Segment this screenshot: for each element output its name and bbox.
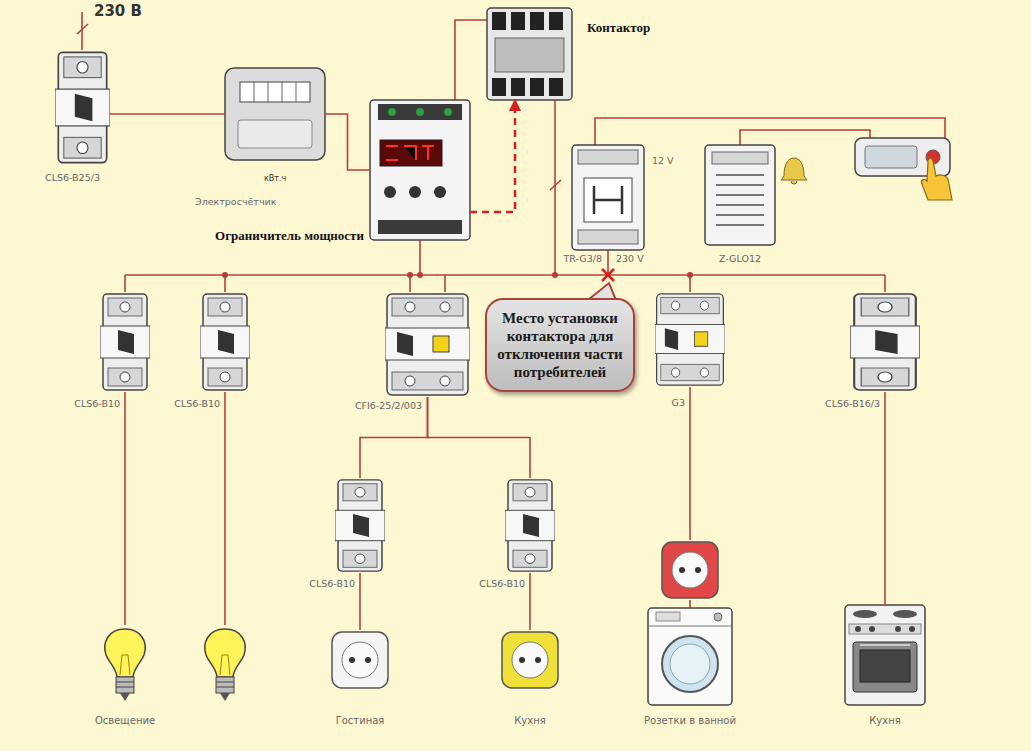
node-label: Кухня <box>869 715 901 727</box>
breaker: CLS6-B10 <box>335 478 385 573</box>
contactor-place-mark <box>602 269 614 281</box>
callout: Место установки контактора для отключени… <box>485 298 635 392</box>
node-label: 230 V <box>616 253 644 265</box>
breaker: CLS6-B10 <box>505 478 555 573</box>
transformer-relay: 12 VTR-G3/8230 V <box>572 145 644 250</box>
node-label: CLS6-B10 <box>479 578 525 590</box>
node-label: G3 <box>672 397 685 409</box>
node-label: Место установки контактора для отключени… <box>487 300 633 390</box>
breaker <box>200 294 250 390</box>
rcbo <box>385 294 470 395</box>
stove: Кухня <box>845 605 925 705</box>
socket <box>332 632 388 688</box>
breaker <box>505 480 555 571</box>
lamp: Освещение <box>100 625 150 705</box>
transformer-relay <box>572 145 644 250</box>
rcbo: G3 <box>655 292 725 387</box>
node-label: CLS6-B10 <box>74 398 120 410</box>
bell-button <box>855 138 952 200</box>
door-bell <box>705 145 807 245</box>
breaker <box>100 294 150 390</box>
energy-meter <box>225 68 325 160</box>
node-label: Кухня <box>514 715 546 727</box>
breaker-3pole <box>55 52 110 162</box>
wire <box>325 114 370 170</box>
power-limiter <box>370 100 470 240</box>
energy-meter: кВт.чЭлектросчётчик <box>225 68 325 160</box>
node-label: CLS6-B25/3 <box>45 172 100 184</box>
contactor <box>487 8 572 100</box>
voltage-label: 230 В <box>94 2 142 20</box>
lamp <box>105 629 145 701</box>
wire <box>110 113 225 115</box>
socket <box>502 632 558 688</box>
stove <box>845 605 925 705</box>
wire <box>529 573 531 630</box>
node-label: TR-G3/8 <box>564 253 602 265</box>
power-limiter: Ограничитель мощности <box>370 100 470 240</box>
node-label: Освещение <box>95 715 155 727</box>
breaker-3pole: CLS6-B25/3 <box>55 50 110 165</box>
junction-dots <box>222 272 693 278</box>
node-label: CLS6-B16/3 <box>825 398 880 410</box>
node-label: Гостиная <box>336 715 385 727</box>
socket: Кухня <box>500 630 560 690</box>
node-label: Контактор <box>587 20 650 36</box>
node-label: Ограничитель мощности <box>215 228 364 244</box>
node-label: CLS6-B10 <box>309 578 355 590</box>
node-label: Розетки в ванной <box>644 715 736 727</box>
contactor: Контактор <box>487 8 572 100</box>
wire <box>124 392 126 625</box>
control-link <box>470 100 515 212</box>
breaker-3pole: CLS6-B16/3 <box>850 292 920 392</box>
node-label: кВт.ч <box>264 174 286 184</box>
node-label: CFI6-25/2/003 <box>355 400 422 412</box>
rcbo <box>655 294 725 385</box>
rcbo: CFI6-25/2/003 <box>385 292 470 397</box>
wire <box>884 392 886 605</box>
wire <box>428 397 531 478</box>
node-label: Электросчётчик <box>195 196 276 208</box>
breaker-3pole <box>850 294 920 390</box>
wires <box>77 12 945 625</box>
socket: Гостиная <box>330 630 390 690</box>
wire <box>689 387 691 540</box>
node-label: CLS6-B10 <box>174 398 220 410</box>
node-label: 12 V <box>652 155 674 167</box>
wire <box>359 573 361 630</box>
washing-machine <box>648 608 732 705</box>
lamp <box>205 629 245 701</box>
breaker: CLS6-B10 <box>200 292 250 392</box>
node-label: Z-GLO12 <box>719 253 761 265</box>
bathroom-sockets: Розетки в ванной <box>645 540 735 705</box>
breaker: CLS6-B10 <box>100 292 150 392</box>
breaker <box>335 480 385 571</box>
door-bell: Z-GLO12 <box>705 145 775 245</box>
socket <box>662 542 718 598</box>
